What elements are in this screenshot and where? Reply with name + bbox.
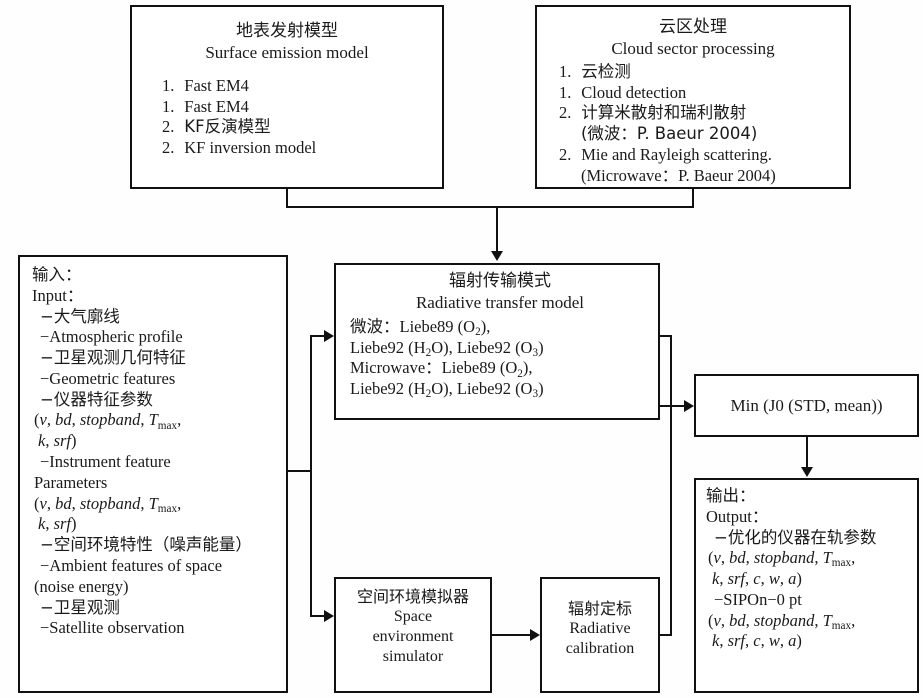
min-text: Min (J0 (STD, mean)) — [730, 395, 883, 415]
rtm-title-en: Radiative transfer model — [415, 293, 585, 313]
input-params-b-2: k, srf) — [38, 514, 77, 534]
input-line-instr-cn: −仪器特征参数 — [40, 389, 153, 409]
connector-input-tap — [288, 470, 312, 472]
output-params-a-1: (v, bd, stopband, Tmax, — [708, 548, 856, 570]
input-line-atmos-en: −Atmospheric profile — [40, 327, 183, 347]
arrow-input-to-rtm — [324, 330, 334, 342]
connector-right-riser — [670, 335, 672, 636]
radcal-line-2: calibration — [565, 640, 635, 658]
output-params-b-2: k, srf, c, w, a) — [712, 631, 802, 651]
space-sim-line-2: environment — [372, 628, 454, 646]
output-line-sipon: −SIPOn−0 pt — [714, 589, 802, 609]
input-line-ambient-cn: −空间环境特性（噪声能量） — [40, 535, 252, 555]
connector-surface-emission-stub — [286, 189, 288, 208]
arrow-input-to-space-sim — [324, 610, 334, 622]
rtm-line-4: Liebe92 (H2O), Liebe92 (O3) — [350, 379, 544, 401]
connector-min-to-output — [806, 437, 808, 467]
input-params-b-1: k, srf) — [38, 431, 77, 451]
connector-input-to-rtm — [310, 335, 324, 337]
cloud-sector-title-en: Cloud sector processing — [611, 39, 775, 59]
box-min-cost-function: Min (J0 (STD, mean)) — [694, 374, 919, 437]
input-line-satellite-cn: −卫星观测 — [40, 597, 120, 617]
rtm-line-1: 微波：Liebe89 (O2), — [350, 316, 491, 338]
space-sim-title-cn: 空间环境模拟器 — [356, 587, 469, 606]
output-line-optimized-cn: −优化的仪器在轨参数 — [714, 527, 877, 547]
input-params-a-2: (v, bd, stopband, Tmax, — [34, 493, 182, 515]
input-label-cn: 输入： — [32, 265, 82, 284]
box-space-environment-simulator: 空间环境模拟器 Space environment simulator — [334, 577, 492, 693]
input-params-a-1: (v, bd, stopband, Tmax, — [34, 410, 182, 432]
box-radiative-transfer-model: 辐射传输模式 Radiative transfer model 微波：Liebe… — [334, 263, 660, 420]
cloud-sector-item-2: 1.Cloud detection — [559, 82, 687, 102]
connector-input-riser — [310, 335, 312, 616]
input-line-ambient-en: −Ambient features of space — [40, 555, 223, 575]
output-params-b-1: k, srf, c, w, a) — [712, 569, 802, 589]
surface-emission-item-2: 1.Fast EM4 — [162, 96, 249, 116]
arrow-riser-to-min — [684, 400, 694, 412]
surface-emission-item-1: 1.Fast EM4 — [162, 75, 249, 95]
connector-top-bus — [286, 206, 694, 208]
connector-radcal-to-riser — [660, 634, 672, 636]
box-radiative-calibration: 辐射定标 Radiative calibration — [540, 577, 660, 693]
input-line-satellite-en: −Satellite observation — [40, 618, 185, 638]
space-sim-line-3: simulator — [382, 648, 444, 666]
rtm-line-3: Microwave：Liebe89 (O2), — [350, 358, 533, 380]
surface-emission-title-en: Surface emission model — [205, 43, 369, 63]
output-params-a-2: (v, bd, stopband, Tmax, — [708, 610, 856, 632]
box-input: 输入： Input： −大气廓线 −Atmospheric profile −卫… — [18, 255, 288, 693]
box-cloud-sector-processing: 云区处理 Cloud sector processing 1.云检测 1.Clo… — [535, 5, 851, 189]
input-line-geom-cn: −卫星观测几何特征 — [40, 348, 186, 368]
cloud-sector-title-cn: 云区处理 — [659, 17, 727, 37]
input-label-en: Input： — [32, 285, 84, 305]
cloud-sector-item-1: 1.云检测 — [559, 61, 631, 81]
output-label-en: Output： — [706, 506, 769, 526]
connector-space-sim-to-radcal — [492, 634, 530, 636]
input-line-parameters: Parameters — [34, 472, 108, 492]
cloud-sector-item-4: 2.Mie and Rayleigh scattering. — [559, 144, 772, 164]
surface-emission-item-4: 2.KF inversion model — [162, 138, 317, 158]
cloud-sector-item-3: 2.计算米散射和瑞利散射 — [559, 103, 747, 123]
connector-riser-to-min — [658, 405, 684, 407]
connector-cloud-sector-stub — [692, 189, 694, 208]
surface-emission-item-3: 2.KF反演模型 — [162, 117, 271, 137]
rtm-title-cn: 辐射传输模式 — [449, 271, 551, 291]
radcal-title-cn: 辐射定标 — [567, 599, 632, 618]
output-label-cn: 输出： — [706, 486, 756, 505]
connector-riser-left-stub — [658, 335, 660, 407]
cloud-sector-item-4-note: (Microwave：P. Baeur 2004) — [581, 165, 776, 185]
cloud-sector-item-3-note: (微波：P. Baeur 2004) — [581, 124, 758, 144]
arrow-bus-to-rtm — [491, 251, 503, 261]
connector-bus-to-rtm — [496, 206, 498, 251]
input-line-geom-en: −Geometric features — [40, 368, 176, 388]
rtm-line-2: Liebe92 (H2O), Liebe92 (O3) — [350, 337, 544, 359]
box-surface-emission-model: 地表发射模型 Surface emission model 1.Fast EM4… — [130, 5, 444, 189]
box-output: 输出： Output： −优化的仪器在轨参数 (v, bd, stopband,… — [694, 478, 919, 693]
arrow-space-sim-to-radcal — [530, 629, 540, 641]
connector-input-to-space-sim — [310, 615, 324, 617]
surface-emission-title-cn: 地表发射模型 — [236, 21, 338, 41]
space-sim-line-1: Space — [393, 608, 433, 626]
input-line-instr-en: −Instrument feature — [40, 452, 171, 472]
arrow-min-to-output — [801, 467, 813, 477]
radcal-line-1: Radiative — [569, 620, 631, 638]
input-line-noise-energy: (noise energy) — [34, 576, 129, 596]
connector-rtm-to-riser — [660, 335, 672, 337]
input-line-atmos-cn: −大气廓线 — [40, 306, 120, 326]
